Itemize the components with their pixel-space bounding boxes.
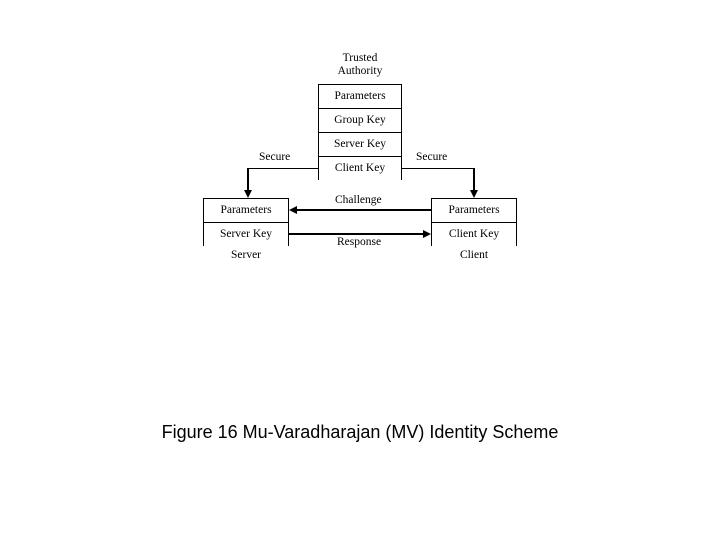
client-row-parameters: Parameters: [432, 199, 516, 223]
secure-left-vertical-line: [247, 168, 249, 190]
secure-left-arrowhead-icon: [244, 190, 252, 198]
client-title: Client: [459, 249, 489, 261]
secure-right-arrowhead-icon: [470, 190, 478, 198]
response-arrowhead-icon: [423, 230, 431, 238]
ta-row-parameters: Parameters: [319, 85, 401, 109]
client-row-client-key: Client Key: [432, 223, 516, 247]
response-line: [289, 233, 423, 235]
trusted-authority-box: Parameters Group Key Server Key Client K…: [318, 84, 402, 181]
secure-right-vertical-line: [473, 168, 475, 190]
ta-row-client-key: Client Key: [319, 157, 401, 181]
trusted-authority-title: Trusted Authority: [320, 52, 400, 78]
secure-left-label: Secure: [256, 151, 294, 164]
ta-row-server-key: Server Key: [319, 133, 401, 157]
challenge-arrowhead-icon: [289, 206, 297, 214]
client-box: Parameters Client Key: [431, 198, 517, 247]
secure-right-horizontal-line: [402, 168, 474, 169]
challenge-label: Challenge: [332, 194, 385, 207]
server-title: Server: [230, 249, 261, 261]
secure-right-label: Secure: [413, 151, 451, 164]
server-box: Parameters Server Key: [203, 198, 289, 247]
trusted-authority-title-line1: Trusted: [342, 52, 378, 64]
ta-row-group-key: Group Key: [319, 109, 401, 133]
challenge-line: [297, 209, 431, 211]
server-row-server-key: Server Key: [204, 223, 288, 247]
trusted-authority-title-line2: Authority: [337, 65, 383, 77]
response-label: Response: [334, 236, 385, 249]
secure-left-horizontal-line: [247, 168, 318, 169]
figure-caption: Figure 16 Mu-Varadharajan (MV) Identity …: [161, 422, 559, 442]
server-row-parameters: Parameters: [204, 199, 288, 223]
